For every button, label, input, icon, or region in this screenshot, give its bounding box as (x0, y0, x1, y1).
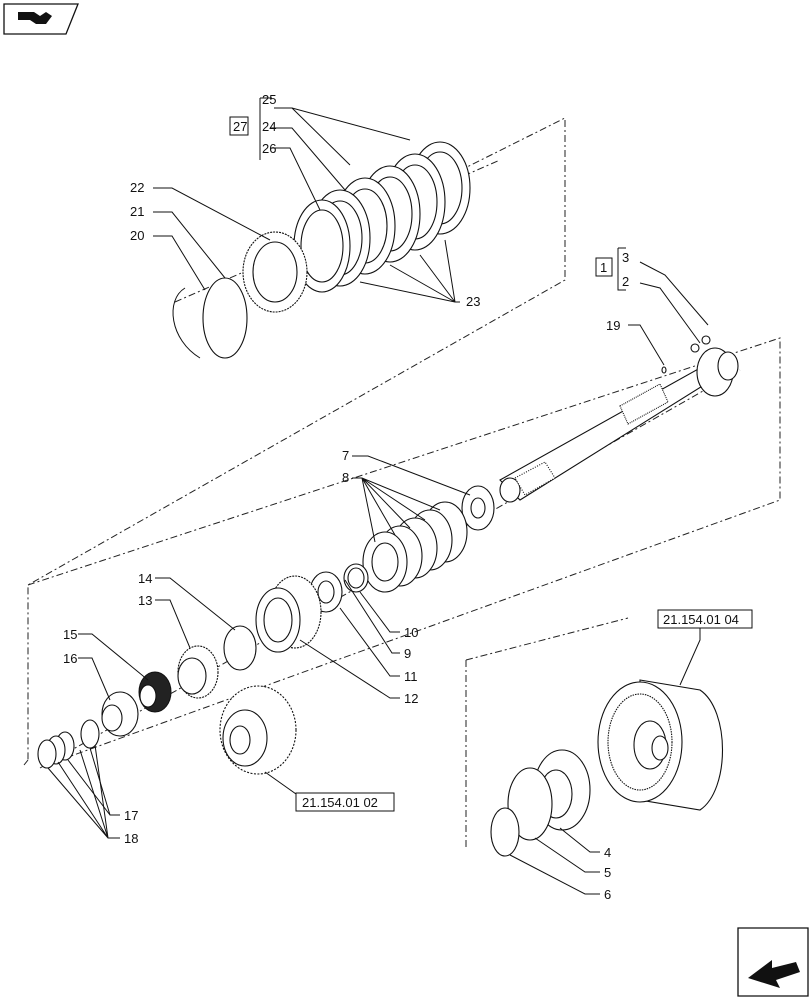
label-27: 27 (233, 119, 247, 134)
shaft-boundary (27, 337, 781, 761)
label-22: 22 (130, 180, 144, 195)
label-13: 13 (138, 593, 152, 608)
clutch-plates (293, 141, 471, 293)
gear-13 (177, 645, 219, 699)
reference-gear (219, 685, 297, 775)
label-20: 20 (130, 228, 144, 243)
ref-box-27 (229, 116, 249, 136)
main-shaft (499, 335, 739, 503)
label-15: 15 (63, 627, 77, 642)
label-19: 19 (606, 318, 620, 333)
callout-labels: 25 27 24 26 22 21 20 23 1 3 2 19 7 8 14 … (63, 92, 739, 902)
label-23: 23 (466, 294, 480, 309)
circlip-14 (223, 625, 257, 671)
label-21: 21 (130, 204, 144, 219)
bracket-1 (617, 247, 626, 291)
label-16: 16 (63, 651, 77, 666)
label-18: 18 (124, 831, 138, 846)
next-page-arrow-icon[interactable] (737, 927, 809, 997)
clutch-pack-boundary (27, 117, 566, 760)
label-8: 8 (342, 470, 349, 485)
synchro-hub-12 (255, 575, 322, 653)
ref-box-1 (595, 257, 613, 277)
label-11: 11 (404, 669, 418, 684)
piston-assembly-4-5-6 (490, 749, 591, 857)
label-25: 25 (262, 92, 276, 107)
label-10: 10 (404, 625, 418, 640)
housing-boundary (465, 617, 629, 850)
label-6: 6 (604, 887, 611, 902)
label-9: 9 (404, 646, 411, 661)
book-arrow-icon[interactable] (3, 3, 79, 35)
label-24: 24 (262, 119, 276, 134)
label-2: 2 (622, 274, 629, 289)
label-4: 4 (604, 845, 611, 860)
label-1: 1 (600, 260, 607, 275)
clutch-housing (597, 679, 723, 811)
housing-reference-text[interactable]: 21.154.01 04 (663, 612, 739, 627)
shaft-axis (39, 369, 741, 769)
leader-lines (47, 107, 709, 895)
label-7: 7 (342, 448, 349, 463)
label-3: 3 (622, 250, 629, 265)
label-12: 12 (404, 691, 418, 706)
label-5: 5 (604, 865, 611, 880)
gear-reference-text[interactable]: 21.154.01 02 (302, 795, 378, 810)
pressure-plate-22 (242, 231, 308, 313)
label-26: 26 (262, 141, 276, 156)
label-14: 14 (138, 571, 152, 586)
seal-rings-17-18 (37, 719, 100, 769)
label-17: 17 (124, 808, 138, 823)
gear-reference-box[interactable] (295, 792, 395, 812)
boundary-end (23, 759, 29, 766)
disc-springs-8 (362, 501, 468, 593)
needle-bearing-15 (138, 671, 172, 713)
snap-rings-20-21 (172, 277, 248, 359)
housing-reference-box[interactable] (657, 609, 753, 629)
